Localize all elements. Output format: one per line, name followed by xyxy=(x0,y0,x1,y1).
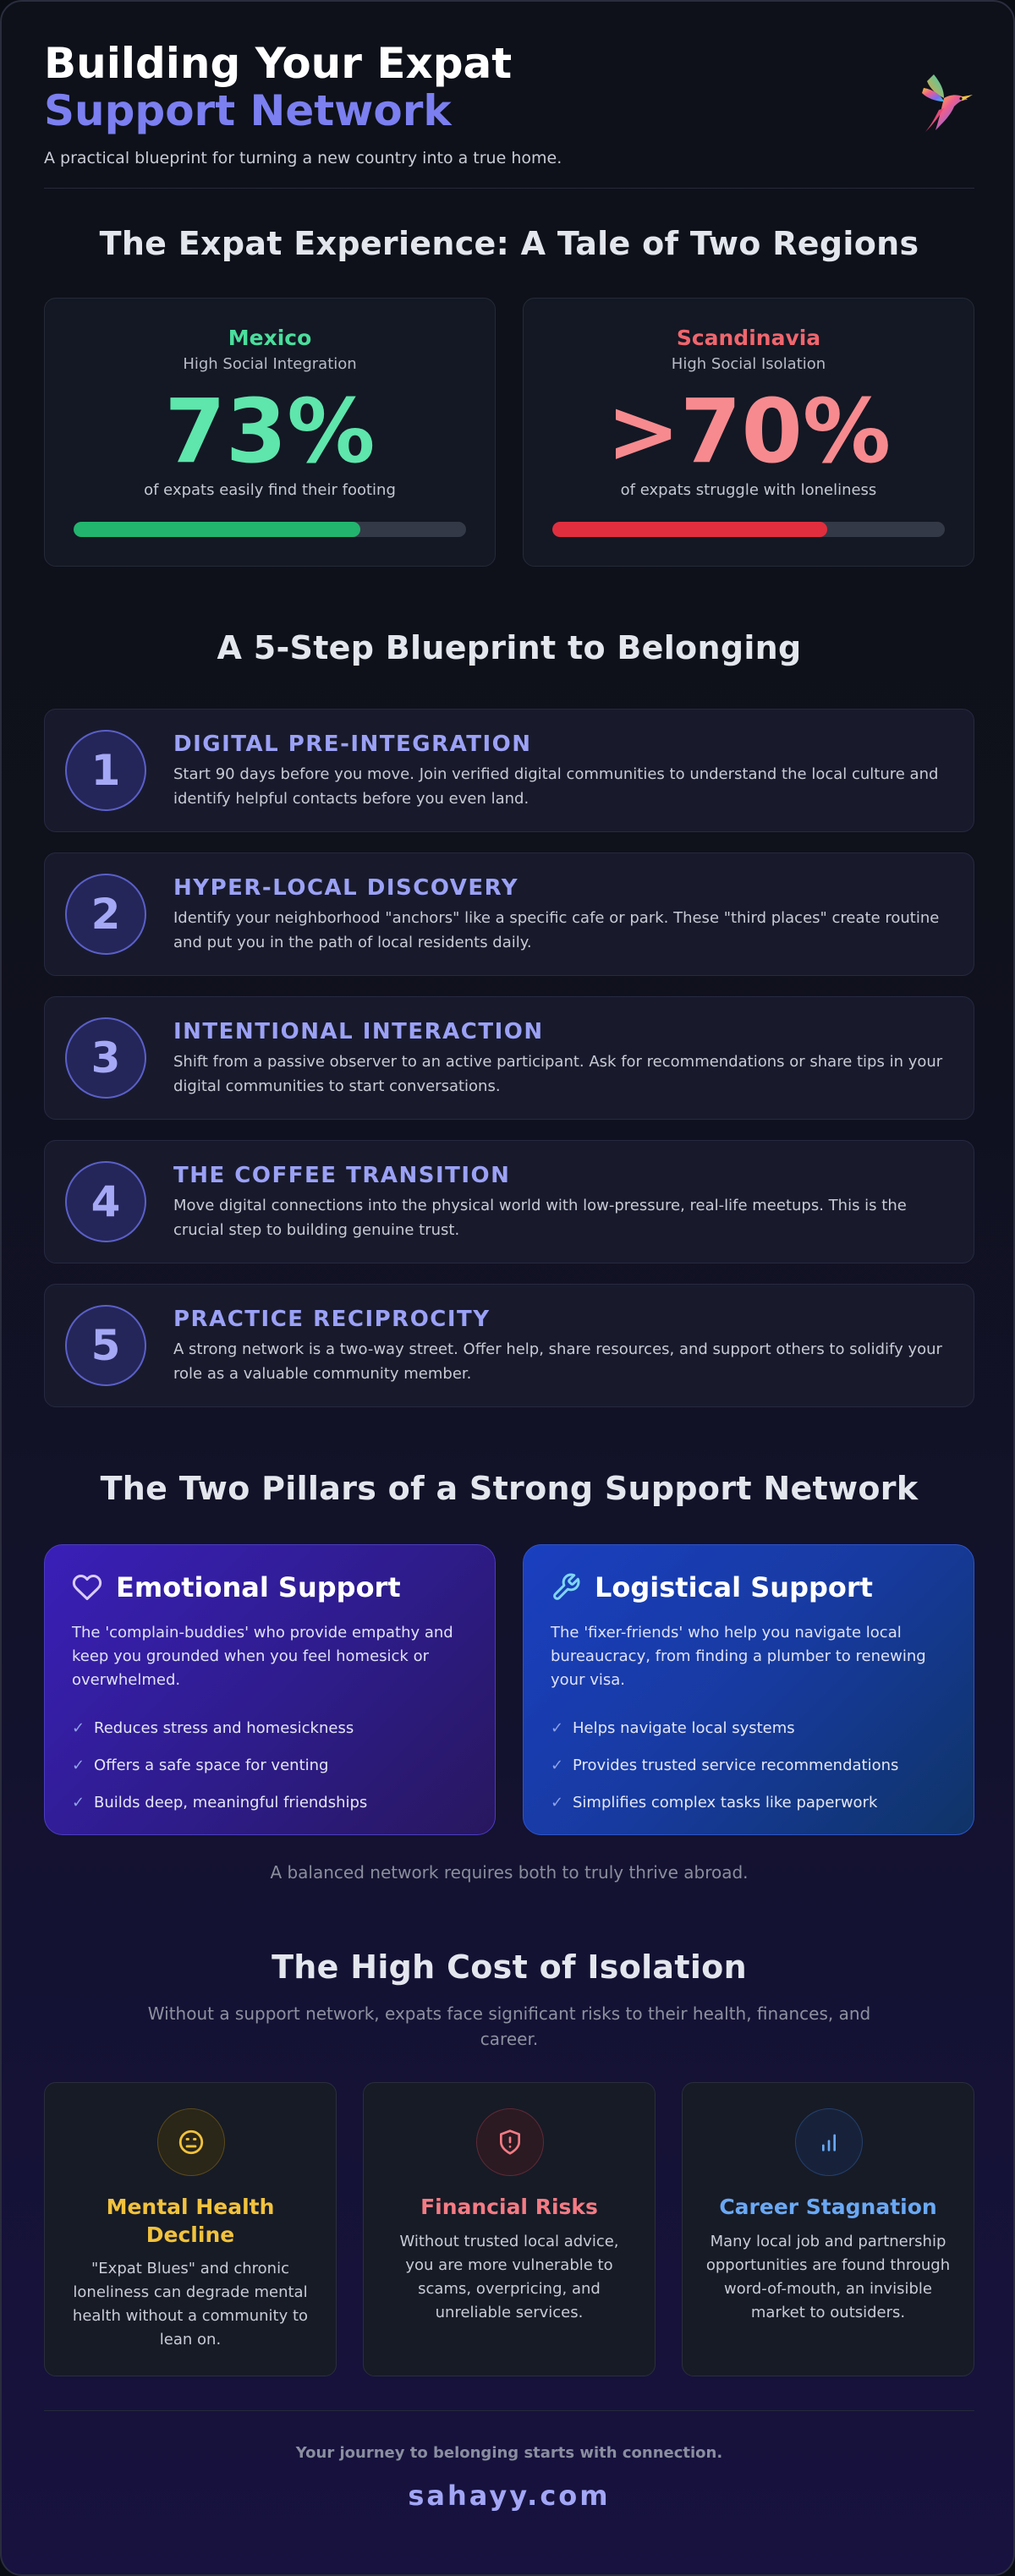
benefit-text: Builds deep, meaningful friendships xyxy=(94,1793,368,1811)
pillar-benefit-list: ✓ Helps navigate local systems ✓ Provides … xyxy=(551,1709,946,1821)
list-item: ✓ Simplifies complex tasks like paperwork xyxy=(551,1784,946,1821)
list-item: ✓ Offers a safe space for venting xyxy=(72,1746,468,1784)
blueprint-title: A 5-Step Blueprint to Belonging xyxy=(217,629,802,666)
stat-value: >70% xyxy=(606,380,892,483)
step-card: 3 INTENTIONAL INTERACTION Shift from a p… xyxy=(44,996,974,1120)
pillar-card-logistical: Logistical Support The 'fixer-friends' w… xyxy=(523,1544,974,1835)
cost-card-financial: Financial Risks Without trusted local ad… xyxy=(363,2082,656,2376)
pillar-title: Emotional Support xyxy=(116,1571,401,1603)
benefit-text: Helps navigate local systems xyxy=(573,1718,795,1737)
step-number-badge: 5 xyxy=(65,1305,146,1386)
step-title: DIGITAL PRE-INTEGRATION xyxy=(173,732,532,757)
step-title: INTENTIONAL INTERACTION xyxy=(173,1019,544,1044)
tagline: A practical blueprint for turning a new … xyxy=(44,149,562,167)
stat-description: of expats struggle with loneliness xyxy=(620,481,877,499)
isolation-title: The High Cost of Isolation xyxy=(272,1948,747,1986)
list-item: ✓ Helps navigate local systems xyxy=(551,1709,946,1746)
sad-face-icon xyxy=(157,2108,225,2176)
list-item: ✓ Provides trusted service recommendation… xyxy=(551,1746,946,1784)
cost-title: Mental Health Decline xyxy=(106,2195,275,2247)
header-divider xyxy=(44,188,974,189)
stat-region: Scandinavia xyxy=(676,326,821,350)
list-item: ✓ Reduces stress and homesickness xyxy=(72,1709,468,1746)
stat-description: of expats easily find their footing xyxy=(144,481,396,499)
wrench-icon xyxy=(553,1573,580,1600)
pillar-header: Emotional Support xyxy=(72,1569,468,1606)
hummingbird-logo-icon xyxy=(922,74,973,132)
footer-brand-link[interactable]: sahayy.com xyxy=(408,2480,611,2512)
check-icon: ✓ xyxy=(551,1756,564,1774)
list-item: ✓ Builds deep, meaningful friendships xyxy=(72,1784,468,1821)
step-title: PRACTICE RECIPROCITY xyxy=(173,1307,491,1332)
benefit-text: Reduces stress and homesickness xyxy=(94,1718,354,1737)
comparison-title: The Expat Experience: A Tale of Two Regi… xyxy=(99,225,919,262)
shield-alert-icon xyxy=(476,2108,544,2176)
step-text: A strong network is a two-way street. Of… xyxy=(173,1340,942,1383)
check-icon: ✓ xyxy=(551,1718,564,1737)
page-title-line1: Building Your Expat xyxy=(44,39,513,88)
step-card: 4 THE COFFEE TRANSITION Move digital con… xyxy=(44,1140,974,1263)
stat-value: 73% xyxy=(164,380,376,483)
benefit-text: Simplifies complex tasks like paperwork xyxy=(573,1793,878,1811)
stat-subtitle: High Social Isolation xyxy=(671,355,826,373)
pillar-title: Logistical Support xyxy=(595,1571,873,1603)
cost-title: Financial Risks xyxy=(420,2195,598,2219)
check-icon: ✓ xyxy=(72,1718,85,1737)
step-title: HYPER-LOCAL DISCOVERY xyxy=(173,875,519,901)
pillars-note: A balanced network requires both to trul… xyxy=(270,1862,749,1883)
progress-bar xyxy=(552,522,945,537)
footer-tagline: Your journey to belonging starts with co… xyxy=(295,2444,723,2462)
cost-title: Career Stagnation xyxy=(719,2195,937,2219)
benefit-text: Provides trusted service recommendations xyxy=(573,1756,899,1774)
benefit-text: Offers a safe space for venting xyxy=(94,1756,329,1774)
header: Building Your Expat Support Network A pr… xyxy=(44,39,974,191)
cost-card-career: Career Stagnation Many local job and par… xyxy=(682,2082,974,2376)
footer-divider xyxy=(44,2410,974,2411)
step-title: THE COFFEE TRANSITION xyxy=(173,1163,511,1188)
cost-text: "Expat Blues" and chronic loneliness can… xyxy=(72,2260,309,2349)
step-text: Identify your neighborhood "anchors" lik… xyxy=(173,909,940,951)
stat-card-scandinavia: Scandinavia High Social Isolation >70% o… xyxy=(523,298,974,567)
cost-text: Without trusted local advice, you are mo… xyxy=(399,2233,619,2321)
page-title-line2: Support Network xyxy=(44,86,452,135)
pillar-benefit-list: ✓ Reduces stress and homesickness ✓ Offers… xyxy=(72,1709,468,1821)
progress-bar-fill xyxy=(552,522,827,537)
stat-subtitle: High Social Integration xyxy=(183,355,357,373)
cost-text: Many local job and partnership opportuni… xyxy=(705,2233,951,2321)
pillar-header: Logistical Support xyxy=(551,1569,946,1606)
heart-icon xyxy=(72,1574,102,1600)
pillar-description: The 'fixer-friends' who help you navigat… xyxy=(551,1624,926,1689)
bar-chart-icon xyxy=(795,2108,863,2176)
step-number-badge: 1 xyxy=(65,730,146,811)
check-icon: ✓ xyxy=(72,1793,85,1811)
stat-card-mexico: Mexico High Social Integration 73% of ex… xyxy=(44,298,496,567)
step-text: Start 90 days before you move. Join veri… xyxy=(173,765,939,808)
step-number-badge: 4 xyxy=(65,1161,146,1242)
step-number-badge: 3 xyxy=(65,1017,146,1099)
progress-bar-fill xyxy=(74,522,360,537)
cost-card-mental-health: Mental Health Decline "Expat Blues" and … xyxy=(44,2082,337,2376)
check-icon: ✓ xyxy=(551,1793,564,1811)
step-number-badge: 2 xyxy=(65,874,146,955)
step-card: 2 HYPER-LOCAL DISCOVERY Identify your ne… xyxy=(44,852,974,976)
step-text: Move digital connections into the physic… xyxy=(173,1197,907,1239)
step-card: 5 PRACTICE RECIPROCITY A strong network … xyxy=(44,1284,974,1407)
isolation-subtitle: Without a support network, expats face s… xyxy=(147,2003,871,2049)
step-card: 1 DIGITAL PRE-INTEGRATION Start 90 days … xyxy=(44,709,974,832)
step-text: Shift from a passive observer to an acti… xyxy=(173,1053,943,1095)
pillar-card-emotional: Emotional Support The 'complain-buddies'… xyxy=(44,1544,496,1835)
check-icon: ✓ xyxy=(72,1756,85,1774)
pillars-title: The Two Pillars of a Strong Support Netw… xyxy=(100,1470,919,1507)
progress-bar xyxy=(74,522,466,537)
pillar-description: The 'complain-buddies' who provide empat… xyxy=(72,1624,453,1689)
stat-region: Mexico xyxy=(228,326,312,350)
